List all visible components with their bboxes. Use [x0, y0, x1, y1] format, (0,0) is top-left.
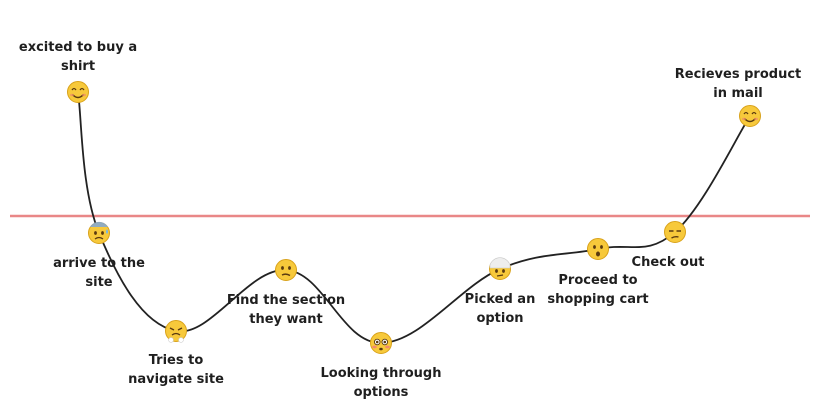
step-label-excited: excited to buy a shirt — [19, 38, 137, 76]
anxious-sweat-face-icon — [88, 221, 110, 244]
bandaged-face-icon — [489, 257, 511, 280]
step-label-line: Looking through — [320, 366, 442, 381]
step-label-proceed: Proceed to shopping cart — [547, 271, 648, 309]
confused-face-icon — [275, 259, 297, 281]
step-label-line: options — [353, 385, 409, 400]
step-label-line: Picked an — [464, 292, 536, 307]
emotion-curve — [77, 91, 751, 344]
smiling-face-icon — [67, 81, 89, 103]
step-label-line: Find the section — [226, 293, 346, 308]
step-label-checkout: Check out — [632, 253, 705, 272]
step-label-line: shirt — [60, 59, 96, 74]
smiling-face-icon — [739, 105, 761, 127]
step-label-line: Recieves product — [674, 67, 802, 82]
step-label-line: excited to buy a — [18, 40, 138, 55]
step-label-picked: Picked an option — [465, 290, 536, 328]
step-label-line: arrive to the — [53, 256, 145, 271]
unamused-face-icon — [664, 221, 686, 243]
step-label-receives: Recieves product in mail — [675, 65, 802, 103]
step-label-navigate: Tries to navigate site — [128, 351, 224, 389]
step-label-looking: Looking through options — [321, 364, 442, 402]
step-label-line: they want — [249, 312, 323, 327]
flushed-face-icon — [370, 332, 392, 354]
step-label-line: shopping cart — [547, 292, 649, 307]
step-label-line: site — [85, 275, 113, 290]
step-label-find: Find the section they want — [227, 291, 345, 329]
step-label-line: Tries to — [148, 353, 204, 368]
step-label-line: Proceed to — [558, 273, 638, 288]
surprised-face-icon — [587, 238, 609, 260]
step-label-line: in mail — [713, 86, 763, 101]
step-label-line: option — [476, 311, 524, 326]
step-label-line: Check out — [631, 255, 705, 270]
steaming-face-icon — [165, 320, 187, 343]
step-label-line: navigate site — [128, 372, 224, 387]
step-label-arrive: arrive to the site — [53, 254, 145, 292]
